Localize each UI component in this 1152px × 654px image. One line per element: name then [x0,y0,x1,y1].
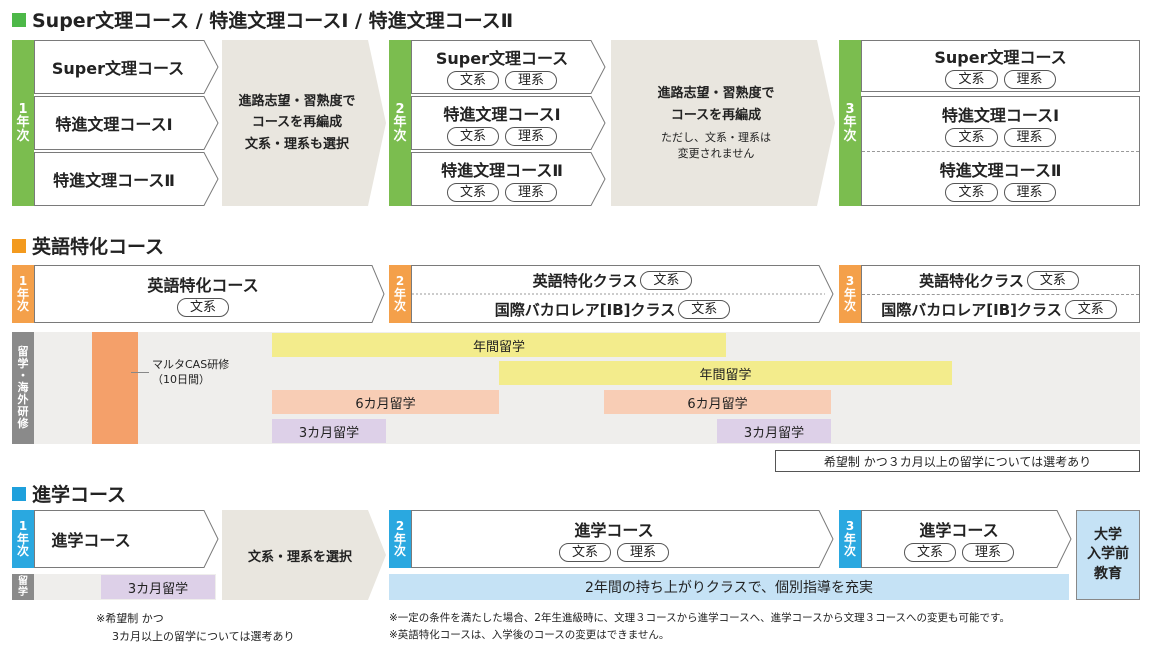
s2-year3-row1: 英語特化クラス文系 [862,266,1139,294]
section2-title: 英語特化コース [12,232,164,259]
s3-note-right: ※一定の条件を満たした場合、2年生進級時に、文理３コースから進学コースへ、進学コ… [389,612,1011,641]
transition2-text: 進路志望・習熟度で コースを再編成 ただし、文系・理系は変更されません [657,86,775,161]
year3-course-tokushin2: 特進文理コースⅡ 文系理系 [939,160,1062,202]
year1-course-tokushin1: 特進文理コースⅠ [55,115,173,134]
year-study-bar-2: 年間留学 [499,361,952,385]
transition2-arrow [611,40,835,206]
s2-study-label: 留学・海外研修 [12,332,34,444]
section3-title: 進学コース [12,480,126,507]
section1-title: Super文理コース / 特進文理コースⅠ / 特進文理コースⅡ [12,6,513,33]
s2-year3-box: 英語特化クラス文系 国際バカロレア[IB]クラス文系 [861,265,1140,323]
year2-course-tokushin1: 特進文理コースⅠ 文系理系 [443,104,561,146]
year1-course-tokushin2: 特進文理コースⅡ [53,171,175,190]
s2-year1-course: 英語特化コース 文系 [147,275,259,317]
s3-three-month-bar: 3カ月留学 [101,575,215,599]
s2-year1-chevron [34,265,385,323]
divider [862,294,1139,295]
s3-year3-course: 進学コース 文系理系 [861,512,1057,566]
year1-course-super: Super文理コース [51,59,185,78]
year3-course-super: Super文理コース 文系理系 [861,40,1140,92]
malta-leader-line [131,372,149,373]
s3-transition-text: 文系・理系を選択 [247,549,352,565]
orange-square-icon [12,238,26,253]
green-square-icon [12,12,26,27]
s3-year1-course: 進学コース [51,531,131,550]
divider [862,151,1139,152]
s3-year2-chevron [411,510,834,568]
s2-year2-row2: 国際バカロレア[IB]クラス文系 [411,295,817,323]
s2-selection-note: 希望制 かつ３カ月以上の留学については選考あり [775,450,1140,472]
six-month-bar-2: 6カ月留学 [604,390,831,414]
s2-year3-row2: 国際バカロレア[IB]クラス文系 [862,295,1139,323]
transition1-text: 進路志望・習熟度で コースを再編成 文系・理系も選択 [238,93,356,152]
year2-course-tokushin2: 特進文理コースⅡ 文系理系 [441,160,563,202]
s3-transition-arrow [222,510,386,600]
two-year-class-bar: 2年間の持ち上がりクラスで、個別指導を充実 [389,574,1069,600]
s3-note-left: ※希望制 かつ 3カ月以上の留学については選考あり [96,612,295,643]
s3-year1-chevron [34,510,219,568]
three-month-bar-2: 3カ月留学 [717,419,831,443]
three-month-bar-1: 3カ月留学 [272,419,386,443]
year3-course-tokushin1: 特進文理コースⅠ 文系理系 [941,105,1060,147]
s3-study-label: 留学 [12,574,34,600]
year3-course-tokushin-group: 特進文理コースⅠ 文系理系 特進文理コースⅡ 文系理系 [861,96,1140,206]
year2-course-super: Super文理コース 文系理系 [435,48,569,90]
s2-year2-row1: 英語特化クラス文系 [411,266,817,294]
malta-bar [92,332,138,444]
six-month-bar-1: 6カ月留学 [272,390,499,414]
malta-label: マルタCAS研修（10日間） [152,358,230,386]
year1-course-chevrons [34,40,219,206]
year-study-bar-1: 年間留学 [272,333,726,357]
s3-year2-course: 進学コース 文系理系 [411,512,817,566]
university-prep-box: 大学入学前教育 [1076,510,1140,600]
blue-square-icon [12,486,26,501]
transition1-arrow [222,40,386,206]
